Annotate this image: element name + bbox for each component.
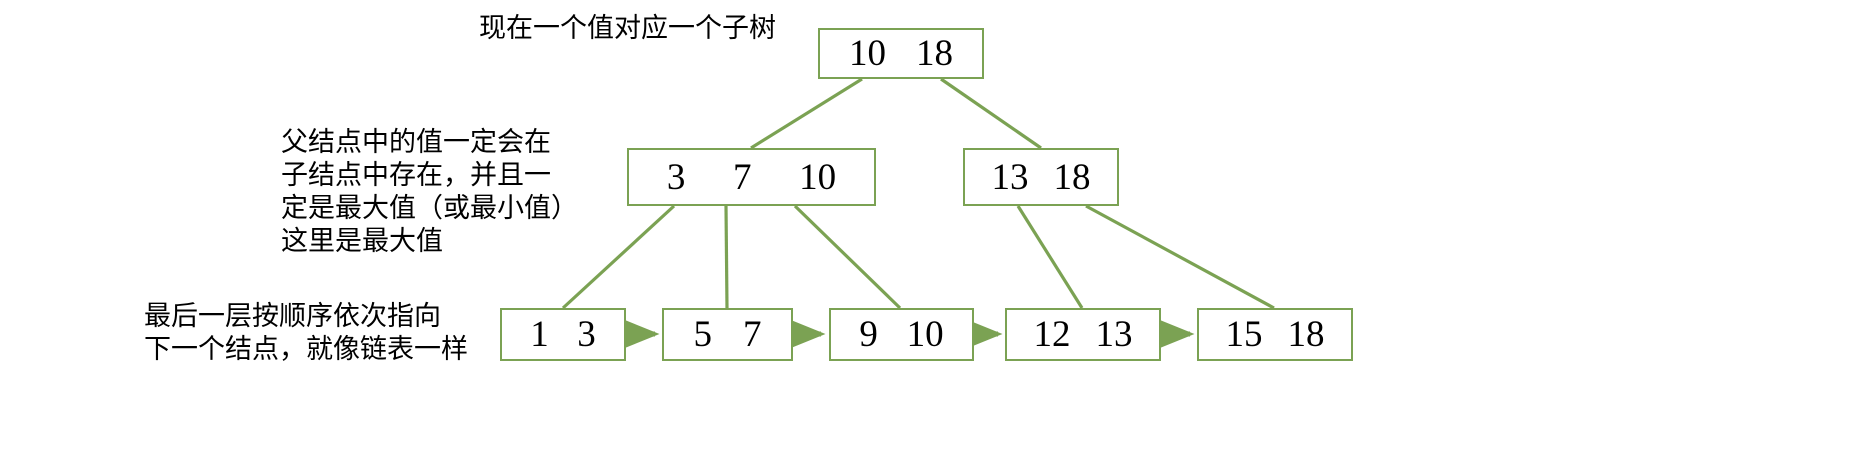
node-internal-left-key-0: 3 <box>666 156 686 198</box>
node-leaf-2-key-0: 5 <box>693 314 713 355</box>
edge-root-to-internal-left <box>750 77 863 150</box>
annotation-middle: 父结点中的值一定会在 子结点中存在，并且一 定是最大值（或最小值） 这里是最大值 <box>281 127 578 257</box>
node-leaf-2[interactable]: 5 7 <box>662 308 793 361</box>
node-internal-right-key-1: 18 <box>1053 156 1091 198</box>
node-leaf-2-key-1: 7 <box>743 314 762 355</box>
edge-internal-left-to-leaf-1 <box>561 204 676 310</box>
node-leaf-4-key-1: 13 <box>1095 314 1133 355</box>
edge-internal-left-to-leaf-3 <box>793 204 902 310</box>
node-root-key-0: 10 <box>849 33 886 74</box>
node-leaf-3-key-0: 9 <box>859 314 878 355</box>
node-leaf-5-key-0: 15 <box>1225 314 1263 355</box>
edge-internal-right-to-leaf-5 <box>1085 204 1275 310</box>
node-internal-right[interactable]: 13 18 <box>963 148 1119 206</box>
annotation-bottom: 最后一层按顺序依次指向 下一个结点，就像链表一样 <box>144 301 468 365</box>
node-leaf-5[interactable]: 15 18 <box>1197 308 1353 361</box>
node-internal-left[interactable]: 3 7 10 <box>627 148 876 206</box>
node-leaf-3[interactable]: 9 10 <box>829 308 974 361</box>
node-leaf-1-key-1: 3 <box>577 314 596 355</box>
annotation-top: 现在一个值对应一个子树 <box>479 13 776 44</box>
node-leaf-3-key-1: 10 <box>906 314 944 355</box>
edge-internal-left-to-leaf-2 <box>724 205 729 309</box>
node-leaf-1[interactable]: 1 3 <box>500 308 626 361</box>
node-leaf-4-key-0: 12 <box>1033 314 1071 355</box>
node-internal-left-key-1: 7 <box>732 156 752 198</box>
edge-root-to-internal-right <box>940 77 1042 150</box>
node-root-key-1: 18 <box>916 33 953 74</box>
node-leaf-5-key-1: 18 <box>1287 314 1325 355</box>
node-internal-left-key-2: 10 <box>799 156 837 198</box>
node-root[interactable]: 10 18 <box>818 28 984 79</box>
edge-internal-right-to-leaf-4 <box>1016 205 1084 309</box>
node-leaf-1-key-0: 1 <box>530 314 549 355</box>
node-leaf-4[interactable]: 12 13 <box>1005 308 1161 361</box>
node-internal-right-key-0: 13 <box>991 156 1029 198</box>
